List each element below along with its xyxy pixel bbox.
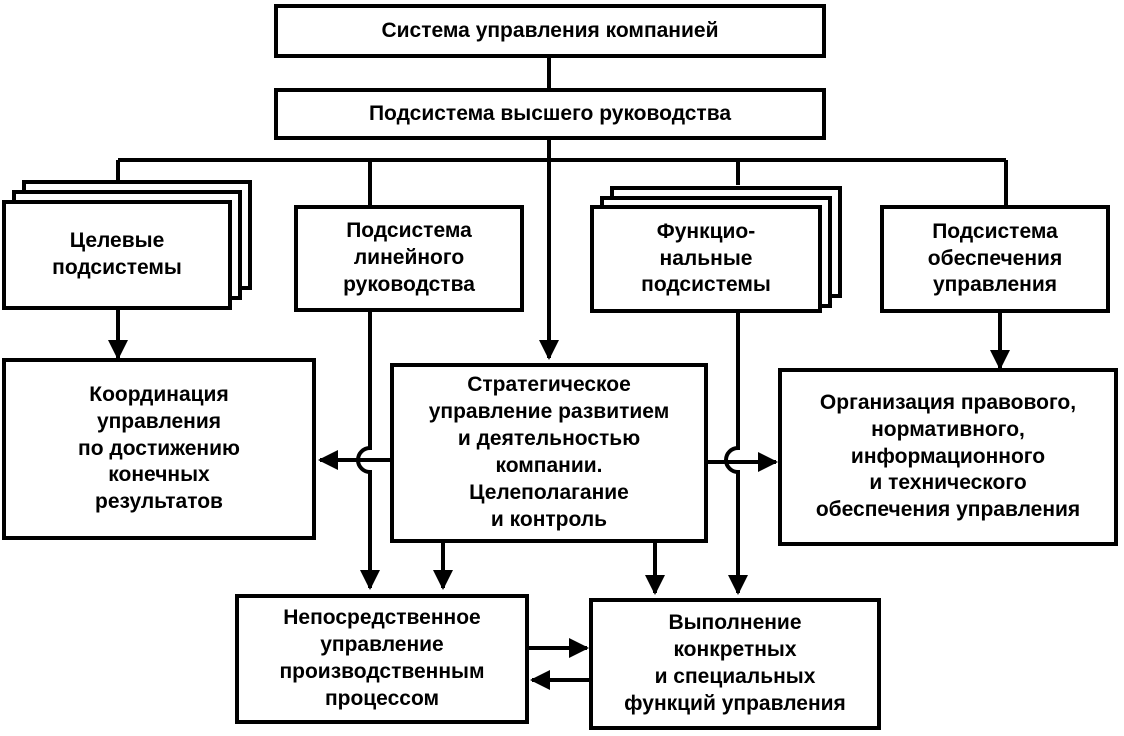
support-subsystem-box: Подсистема обеспечения управления (880, 205, 1110, 313)
top-management-box: Подсистема высшего руководства (274, 88, 826, 140)
production-management-box: Непосредственное управление производстве… (235, 594, 529, 724)
strategic-box: Стратегическое управление развитием и де… (390, 363, 708, 543)
organization-support-box: Организация правового, нормативного, инф… (778, 368, 1118, 546)
arrow-line-to-production (356, 312, 380, 590)
line-management-box: Подсистема линейного руководства (294, 205, 524, 312)
arrow-functional-to-special (724, 312, 748, 595)
functional-subsystems-box: Функцио- нальные подсистемы (590, 205, 822, 313)
company-system-box: Система управления компанией (274, 4, 826, 58)
special-functions-box: Выполнение конкретных и специальных функ… (589, 598, 881, 730)
coordination-box: Координация управления по достижению кон… (2, 358, 316, 540)
target-subsystems-box: Целевые подсистемы (2, 200, 232, 310)
